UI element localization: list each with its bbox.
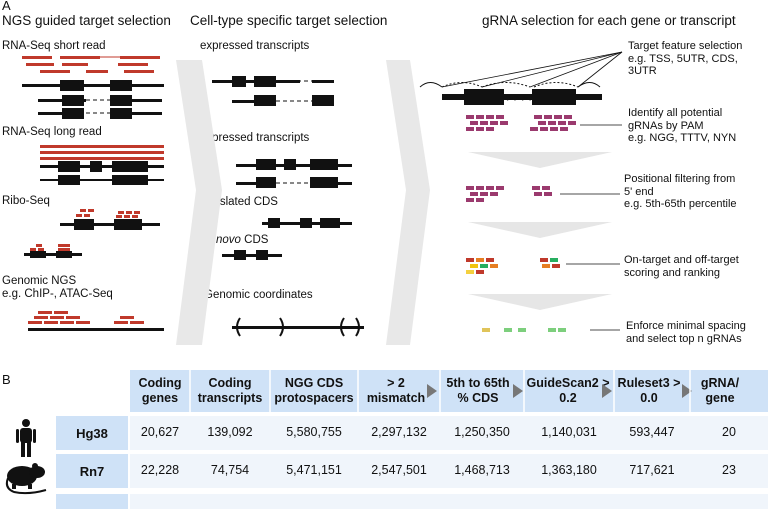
long-read-track bbox=[40, 145, 164, 185]
col-header-coding-transcripts-text: Coding transcripts bbox=[197, 376, 263, 405]
step-2-line-1: Identify all potential bbox=[628, 107, 723, 119]
col-header-mismatch: > 2 mismatch bbox=[358, 376, 434, 406]
label-rnaseq-short: RNA-Seq short read bbox=[2, 40, 106, 52]
col-header-percentile: 5th to 65th % CDS bbox=[440, 376, 516, 406]
cell-hg38-mismatch: 2,297,132 bbox=[371, 425, 427, 439]
step-1-line-1: Target feature selection bbox=[628, 40, 743, 52]
row-label-rn7: Rn7 bbox=[56, 454, 128, 488]
step-target-feature: Target feature selection e.g. TSS, 5UTR,… bbox=[628, 40, 742, 78]
step-4-line-2: scoring and ranking bbox=[624, 266, 721, 279]
col1-title: NGS guided target selection bbox=[2, 13, 171, 28]
step-2-line-3: e.g. NGG, TTTV, NYN bbox=[628, 132, 737, 144]
label-genomic-coordinates: Genomic coordinates bbox=[204, 289, 313, 301]
col3-title: gRNA selection for each gene or transcri… bbox=[482, 13, 736, 28]
step-4-line-1: On-target and off-target bbox=[624, 254, 739, 266]
table-row bbox=[130, 454, 768, 488]
col-header-coding-genes-text: Coding genes bbox=[138, 376, 182, 405]
cell-hg38-percentile: 1,250,350 bbox=[454, 425, 510, 439]
cell-rn7-protospacers: 5,471,151 bbox=[286, 463, 342, 477]
chevron-arrow-2 bbox=[386, 60, 430, 345]
cell-rn7-guidescan2: 1,363,180 bbox=[541, 463, 597, 477]
genomic-ngs-track bbox=[28, 311, 164, 331]
step-scoring-ranking: On-target and off-target scoring and ran… bbox=[624, 254, 739, 279]
col-header-percentile-text: 5th to 65th % CDS bbox=[446, 376, 510, 405]
col2-tracks bbox=[212, 76, 364, 337]
col-header-coding-genes: Coding genes bbox=[130, 376, 190, 406]
label-expressed-transcripts-1: expressed transcripts bbox=[200, 40, 310, 52]
step-1-line-2: e.g. TSS, 5UTR, CDS, bbox=[628, 52, 738, 65]
table-row-partial bbox=[130, 494, 768, 509]
cell-rn7-coding-transcripts: 74,754 bbox=[210, 463, 250, 477]
cell-hg38-ruleset3: 593,447 bbox=[629, 425, 675, 439]
step-3-line-3: e.g. 5th-65th percentile bbox=[624, 198, 737, 210]
cell-rn7-percentile: 1,468,713 bbox=[454, 463, 510, 477]
cell-hg38-grna-per-gene: 20 bbox=[722, 425, 736, 439]
panel-a-letter: A bbox=[2, 0, 11, 13]
label-rnaseq-long: RNA-Seq long read bbox=[2, 126, 102, 138]
short-read-track bbox=[22, 56, 164, 119]
label-chip-atac: e.g. ChIP-, ATAC-Seq bbox=[2, 288, 113, 300]
col-header-ngg-protospacers-text: NGG CDS protospacers bbox=[274, 376, 354, 405]
panel-b-letter: B bbox=[2, 372, 11, 387]
label-expressed-transcripts-2: expressed transcripts bbox=[200, 132, 310, 144]
col-header-ruleset3-text: Ruleset3 > 0.0 bbox=[617, 376, 681, 405]
cell-hg38-guidescan2: 1,140,031 bbox=[541, 425, 597, 439]
label-genomic-ngs: Genomic NGS bbox=[2, 275, 77, 287]
step-1-line-3: 3UTR bbox=[628, 65, 657, 77]
col-header-guidescan2: GuideScan2 > 0.2 bbox=[524, 376, 612, 406]
step-2-line-2: gRNAs by PAM bbox=[628, 119, 704, 132]
step-minimal-spacing: Enforce minimal spacing and select top n… bbox=[626, 320, 746, 345]
col-header-grna-per-gene-text: gRNA/ gene bbox=[700, 376, 740, 405]
rat-icon bbox=[5, 463, 47, 495]
col-header-grna-per-gene: gRNA/ gene bbox=[690, 376, 750, 406]
label-cds: CDS bbox=[244, 234, 269, 246]
step-5-line-1: Enforce minimal spacing bbox=[626, 320, 746, 332]
svg-text:>>>>>: >>>>> bbox=[506, 94, 544, 104]
row-label-hg38: Hg38 bbox=[56, 416, 128, 450]
col-header-ruleset3: Ruleset3 > 0.0 bbox=[614, 376, 684, 406]
cell-rn7-ruleset3: 717,621 bbox=[629, 463, 675, 477]
label-riboseq: Ribo-Seq bbox=[2, 195, 50, 207]
cell-hg38-protospacers: 5,580,755 bbox=[286, 425, 342, 439]
riboseq-track bbox=[24, 209, 160, 258]
cell-hg38-coding-transcripts: 139,092 bbox=[207, 425, 253, 439]
col-header-guidescan2-text: GuideScan2 > 0.2 bbox=[526, 376, 610, 405]
step-3-line-2: 5' end bbox=[624, 185, 654, 198]
cell-hg38-coding-genes: 20,627 bbox=[140, 425, 180, 439]
cell-rn7-grna-per-gene: 23 bbox=[722, 463, 736, 477]
table-row bbox=[130, 416, 768, 450]
human-icon bbox=[16, 419, 36, 457]
col-header-coding-transcripts: Coding transcripts bbox=[190, 376, 270, 406]
col3-pipeline: >>>>> bbox=[419, 51, 623, 332]
col-header-ngg-protospacers: NGG CDS protospacers bbox=[270, 376, 358, 406]
row-label-partial bbox=[56, 494, 128, 509]
chevron-arrow-1 bbox=[176, 60, 222, 345]
table-header-bar bbox=[130, 370, 768, 412]
cell-rn7-mismatch: 2,547,501 bbox=[371, 463, 427, 477]
cell-rn7-coding-genes: 22,228 bbox=[140, 463, 180, 477]
step-5-line-2: and select top n gRNAs bbox=[626, 332, 742, 345]
step-3-line-1: Positional filtering from bbox=[624, 173, 736, 185]
step-identify-grnas: Identify all potential gRNAs by PAM e.g.… bbox=[628, 107, 736, 145]
col2-title: Cell-type specific target selection bbox=[190, 13, 388, 28]
step-positional-filtering: Positional filtering from 5' end e.g. 5t… bbox=[624, 173, 737, 211]
col-header-mismatch-text: > 2 mismatch bbox=[366, 376, 426, 405]
